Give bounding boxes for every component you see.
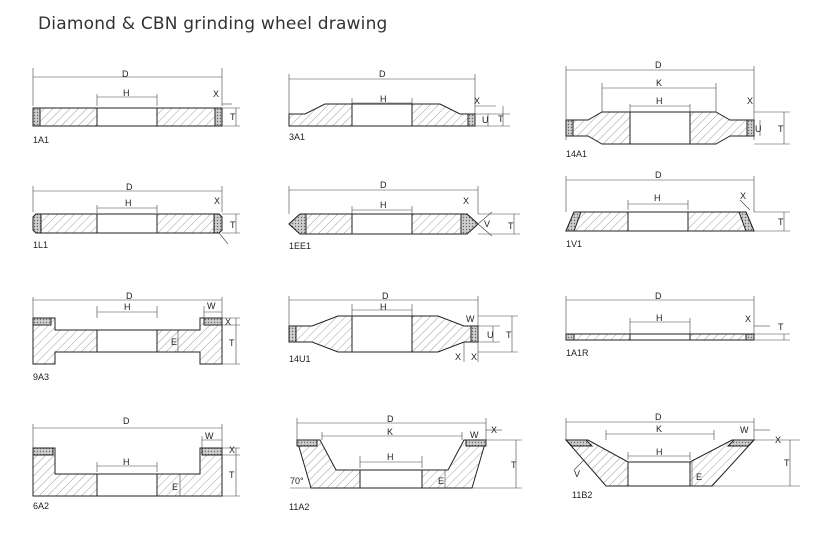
dim-label-d: D [382, 291, 389, 301]
dim-label-t: T [778, 322, 784, 332]
wheel-9a3: D H W X E T 9A3 [32, 291, 240, 382]
dim-label-x: X [775, 435, 781, 445]
dim-label-w: W [740, 425, 749, 435]
wheel-code-label: 1A1 [33, 135, 49, 145]
wheel-1l1: D H X T 1L1 [32, 182, 240, 250]
dim-label-x: X [229, 445, 235, 455]
dim-label-d: D [655, 60, 662, 70]
wheel-code-label: 14U1 [289, 354, 311, 364]
wheel-1a1r: D H X T 1A1R [565, 291, 790, 358]
dim-label-t: T [778, 217, 784, 227]
dim-label-u: U [487, 330, 494, 340]
wheel-11b2: D K W X H V E T 11B2 [564, 412, 800, 500]
dim-label-e: E [696, 472, 702, 482]
dim-label-x: X [740, 191, 746, 201]
dim-label-h: H [656, 96, 663, 106]
dim-label-h: H [656, 447, 663, 457]
dim-label-x: X [491, 425, 497, 435]
dim-label-d: D [379, 69, 386, 79]
dim-label-w: W [466, 314, 475, 324]
dim-label-x: X [745, 314, 751, 324]
dim-label-d: D [387, 414, 394, 424]
dim-label-u: U [755, 124, 762, 134]
page-title: Diamond & CBN grinding wheel drawing [38, 14, 388, 34]
dim-label-e: E [171, 337, 177, 347]
dim-label-d: D [380, 180, 387, 190]
dim-label-d: D [655, 291, 662, 301]
dim-label-w: W [207, 301, 216, 311]
wheel-code-label: 11B2 [572, 490, 592, 500]
dim-label-d: D [126, 182, 133, 192]
wheel-3a1: D H X U T 3A1 [288, 69, 510, 142]
dim-label-h: H [656, 313, 663, 323]
dim-label-t: T [506, 330, 512, 340]
wheel-6a2: D H W X T E 6A2 [32, 416, 240, 511]
dim-label-x: X [474, 96, 480, 106]
dim-label-t: T [229, 470, 235, 480]
angle-label: 70° [290, 476, 304, 486]
dim-label-x: X [214, 196, 220, 206]
dim-label-k: K [656, 424, 662, 434]
dim-label-h: H [125, 198, 132, 208]
wheel-code-label: 14A1 [566, 149, 587, 159]
dim-label-t: T [508, 221, 514, 231]
dim-label-h: H [387, 452, 394, 462]
dim-label-k: K [656, 78, 662, 88]
wheel-14a1: D K H X U T 14A1 [565, 60, 790, 159]
dim-label-h: H [123, 88, 130, 98]
wheel-code-label: 1V1 [566, 239, 582, 249]
wheel-code-label: 3A1 [289, 132, 305, 142]
wheel-code-label: 1L1 [33, 240, 48, 250]
dim-label-w: W [470, 430, 479, 440]
dim-label-x: X [471, 352, 477, 362]
wheel-code-label: 1EE1 [289, 241, 311, 251]
wheel-14u1: D H W U T X X 14U1 [288, 291, 518, 364]
dim-label-u: U [482, 115, 489, 125]
wheel-11a2: D K W X H 70° E T 11A2 [289, 414, 522, 512]
dim-label-x: X [213, 89, 219, 99]
dim-label-h: H [124, 302, 131, 312]
dim-label-w: W [205, 431, 214, 441]
dim-label-e: E [438, 476, 444, 486]
dim-label-x: X [225, 317, 231, 327]
dim-label-h: H [654, 193, 661, 203]
dim-label-d: D [122, 69, 129, 79]
dim-label-t: T [784, 458, 790, 468]
wheel-code-label: 11A2 [289, 502, 309, 512]
dim-label-x: X [747, 96, 753, 106]
dim-label-d: D [126, 291, 133, 301]
dim-label-t: T [498, 114, 504, 124]
dim-label-x: X [463, 196, 469, 206]
dim-label-t: T [778, 124, 784, 134]
wheel-code-label: 1A1R [566, 348, 589, 358]
dim-label-e: E [172, 482, 178, 492]
dim-label-d: D [123, 416, 130, 426]
dim-label-h: H [380, 200, 387, 210]
dim-label-d: D [655, 412, 662, 422]
dim-label-v: V [484, 219, 490, 229]
dim-label-t: T [230, 220, 236, 230]
dim-label-x: X [455, 352, 461, 362]
dim-label-k: K [387, 427, 393, 437]
wheel-code-label: 9A3 [33, 372, 49, 382]
wheel-code-label: 6A2 [33, 501, 49, 511]
dim-label-d: D [655, 170, 662, 180]
dim-label-t: T [230, 112, 236, 122]
dim-label-t: T [229, 338, 235, 348]
dim-label-h: H [380, 94, 387, 104]
wheel-1a1: D H X T 1A1 [32, 68, 240, 145]
dim-label-v: V [574, 469, 580, 479]
wheel-1ee1: D H X V T 1EE1 [288, 180, 520, 251]
dim-label-t: T [511, 460, 517, 470]
dim-label-h: H [123, 457, 130, 467]
wheel-1v1: D H X T 1V1 [565, 170, 790, 249]
dim-label-h: H [380, 302, 387, 312]
